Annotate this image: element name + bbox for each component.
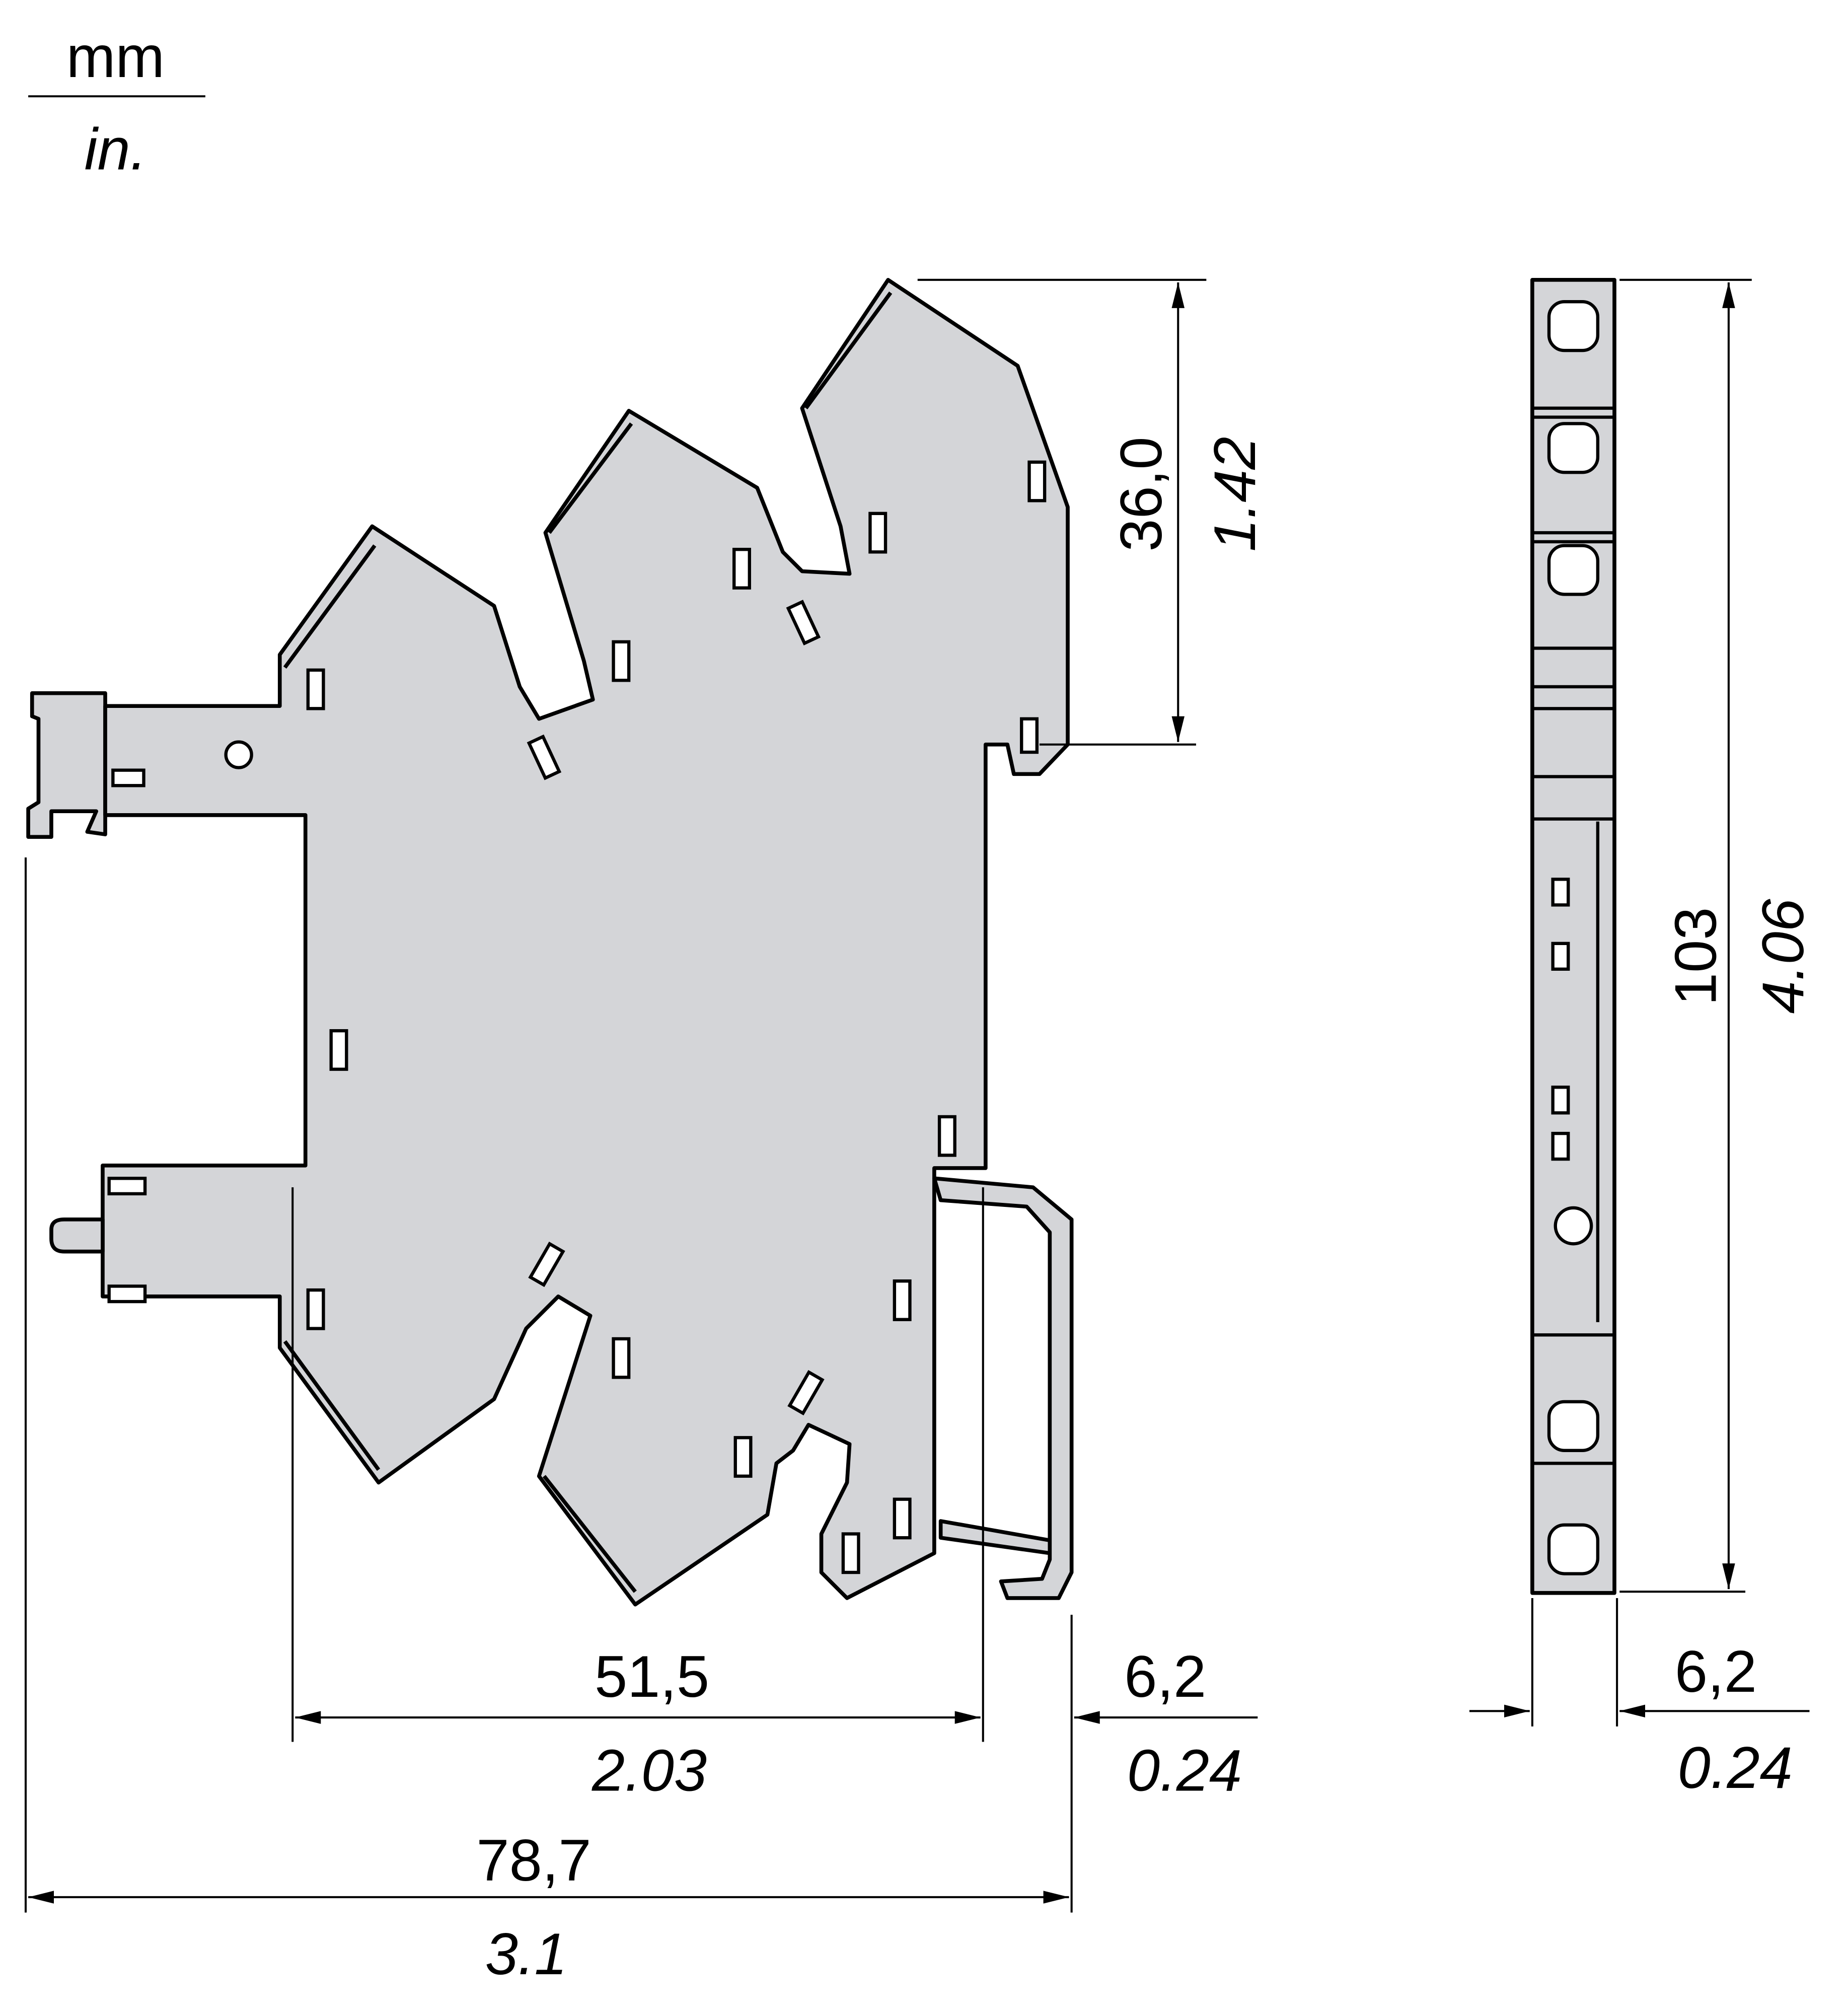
dim-body-depth-mm: 51,5 xyxy=(595,1643,709,1709)
dim-total-depth-in: 3.1 xyxy=(485,1921,567,1987)
dim-rail-depth-in: 0.24 xyxy=(1127,1737,1242,1803)
dim-total-height-in: 4.06 xyxy=(1750,898,1816,1014)
led-indicator xyxy=(49,1217,105,1254)
body-slots xyxy=(107,460,1047,1574)
dim-total-depth-mm: 78,7 xyxy=(476,1827,591,1893)
din-rail xyxy=(932,1176,1074,1600)
dim-width-mm: 6,2 xyxy=(1675,1638,1757,1704)
dimension-lines xyxy=(24,278,1810,1913)
pivot-hole xyxy=(224,740,253,769)
dimension-labels: 36,0 1.42 103 4.06 51,5 2.03 6,2 0.24 78… xyxy=(476,437,1815,1986)
unit-legend: mm in. xyxy=(28,24,205,182)
dim-body-depth-in: 2.03 xyxy=(592,1737,707,1803)
relay-body xyxy=(101,277,1070,1607)
din-clip-left xyxy=(26,691,107,839)
relay-side-profile xyxy=(26,277,1074,1742)
front-body xyxy=(1530,277,1616,1595)
dim-width-in: 0.24 xyxy=(1678,1735,1793,1801)
relay-front-view xyxy=(1530,277,1616,1595)
unit-mm: mm xyxy=(66,24,165,90)
terminal-screws xyxy=(1547,300,1600,1575)
dim-top-height-mm: 36,0 xyxy=(1108,437,1174,551)
dim-rail-depth-mm: 6,2 xyxy=(1124,1643,1206,1709)
dim-top-height-in: 1.42 xyxy=(1202,437,1268,551)
dim-total-height-mm: 103 xyxy=(1662,907,1728,1005)
unit-in: in. xyxy=(85,116,147,182)
